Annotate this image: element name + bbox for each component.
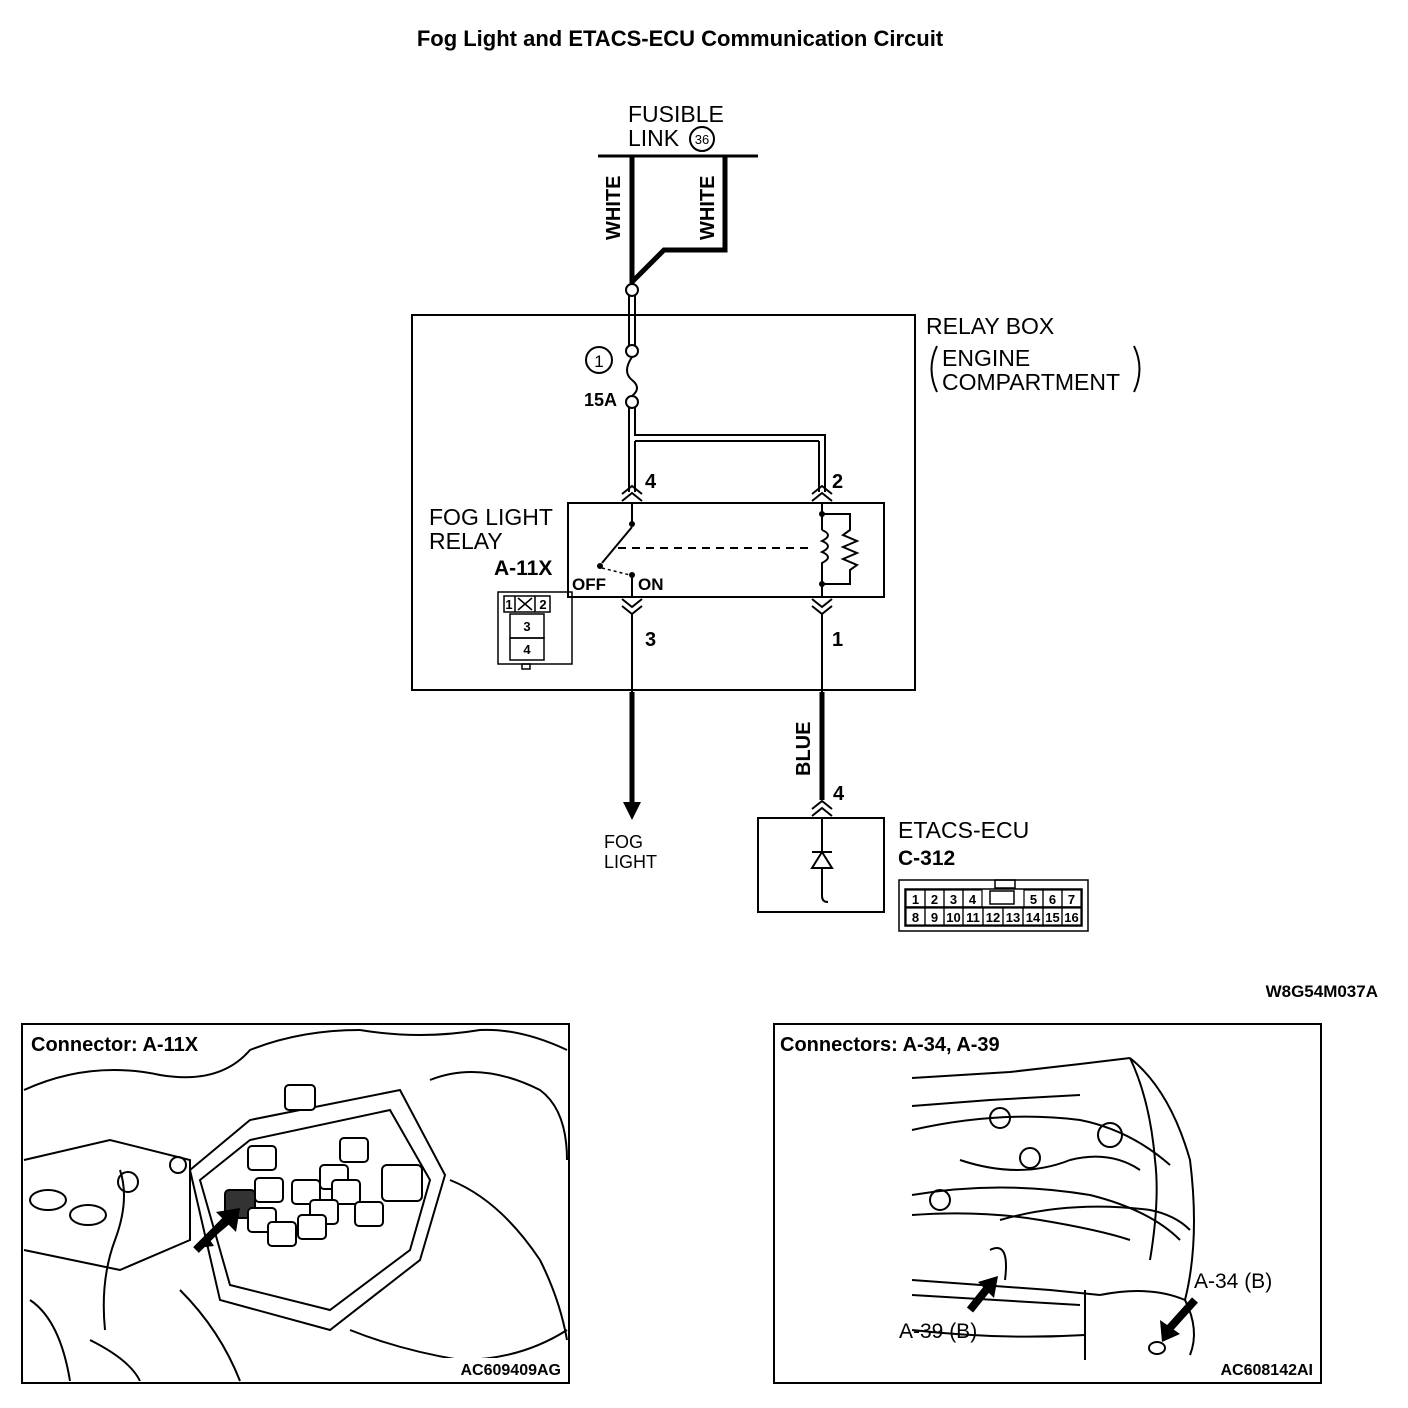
relay-pin2-label: 2: [832, 471, 843, 493]
fog-light-arrow: [623, 802, 641, 820]
connectors-a34-a39-title: Connectors: A-34, A-39: [780, 1034, 1000, 1056]
relay-label: FOG LIGHT: [429, 504, 553, 530]
etacs-pin-cell: [962, 889, 983, 908]
relay-box-label: RELAY BOX: [926, 313, 1054, 339]
relay-on-label: ON: [638, 575, 664, 594]
fuse-terminal-top: [625, 344, 639, 358]
fuse-wire-top: [628, 296, 636, 346]
relay-chart-pin4: 4: [523, 642, 531, 657]
connector-a11x-panel: Connector: A-11X AC609409AG: [21, 1023, 570, 1384]
a39-locator-arrow-head: [978, 1276, 998, 1298]
etacs-pin-number: 5: [1030, 892, 1037, 907]
etacs-pin-number: 4: [969, 892, 977, 907]
fog-light-label-2: LIGHT: [604, 852, 657, 872]
etacs-pin-number: 11: [966, 910, 980, 925]
etacs-pin-label: 4: [833, 783, 845, 805]
connectors-a34-a39-code: AC608142AI: [1221, 1362, 1314, 1379]
etacs-pin-number: 3: [950, 892, 957, 907]
etacs-connector-id: C-312: [898, 847, 955, 870]
relay-box-outline: [411, 314, 916, 691]
relay-switch-on-dashed: [601, 567, 631, 576]
diagram-title: Fog Light and ETACS-ECU Communication Ci…: [417, 26, 944, 51]
diagram-code: W8G54M037A: [1266, 982, 1378, 1001]
relay-block-illustration: [224, 1084, 423, 1247]
relay-pin3-label: 3: [645, 629, 656, 651]
fusible-link-number-circle: [689, 126, 715, 152]
a34-label: A-34 (B): [1194, 1270, 1272, 1293]
relay-box-label-2: ENGINE: [942, 345, 1030, 371]
vehicle-front-illustration: [911, 1057, 1195, 1360]
etacs-pin-cell: [1061, 907, 1082, 926]
fuse-number-circle: [585, 346, 613, 374]
a11x-locator-arrow-head: [216, 1208, 240, 1232]
connector-circle: [625, 283, 639, 297]
etacs-pin-number: 2: [931, 892, 938, 907]
etacs-pin-number: 9: [931, 910, 938, 925]
etacs-pin-number: 7: [1068, 892, 1075, 907]
etacs-buffer-symbol: [810, 850, 834, 869]
connector-a11x-code: AC609409AG: [461, 1362, 562, 1379]
etacs-ecu-label: ETACS-ECU: [898, 817, 1029, 843]
etacs-pin4-arrow: [811, 799, 833, 817]
fuse-terminal-bottom: [625, 395, 639, 409]
relay-pin4-label: 4: [645, 471, 657, 493]
etacs-pin-number: 8: [912, 910, 919, 925]
relay-chart-pin2: 2: [539, 597, 546, 612]
a34-locator-arrow-head: [1160, 1320, 1180, 1342]
relay-chart-pin3: 3: [523, 619, 530, 634]
relay-connector-id: A-11X: [494, 557, 552, 580]
fuse-element: [626, 356, 638, 397]
relay-label-2: RELAY: [429, 528, 503, 554]
connectors-a34-a39-panel: Connectors: A-34, A-39: [773, 1023, 1322, 1384]
relay-coil: [819, 529, 829, 597]
etacs-pin-number: 12: [986, 910, 1000, 925]
white-wire-right-label: WHITE: [697, 176, 719, 240]
relay-box-paren-left: [930, 345, 938, 393]
engine-bay-illustration-left: [23, 1028, 568, 1382]
etacs-pin-number: 6: [1049, 892, 1056, 907]
relay-off-label: OFF: [572, 575, 606, 594]
relay-pin2-arrow: [811, 484, 833, 502]
fusible-link-label: FUSIBLE: [628, 101, 724, 127]
relay-pin-chart: 1 2 3 4: [497, 591, 573, 670]
relay-pin3-arrow: [621, 598, 643, 616]
fusible-link-number: 36: [695, 132, 709, 147]
etacs-pin-number: 14: [1026, 910, 1041, 925]
etacs-pin-cell: [1061, 889, 1082, 908]
fusible-link-label-2: LINK: [628, 125, 680, 151]
relay-chart-pin1: 1: [505, 597, 512, 612]
a39-label: A-39 (B): [899, 1320, 977, 1343]
fuse-number: 1: [594, 352, 603, 371]
fuse-to-relay-wire: [628, 408, 826, 492]
fog-light-label: FOG: [604, 832, 643, 852]
connector-a11x-title: Connector: A-11X: [31, 1034, 199, 1056]
a11x-locator-arrow-shaft: [193, 1215, 231, 1253]
etacs-pin-number: 16: [1064, 910, 1078, 925]
relay-switch-contact-top: [629, 521, 635, 527]
relay-resistor: [822, 513, 860, 585]
fuse-rating: 15A: [584, 390, 617, 410]
etacs-pin-number: 1: [912, 892, 919, 907]
relay-switch-blade: [601, 526, 633, 564]
etacs-ground-symbol: [821, 895, 829, 903]
a34-locator-arrow: [1165, 1297, 1198, 1333]
white-wire-right: [630, 156, 728, 284]
blue-wire-label: BLUE: [793, 722, 815, 776]
fog-light-relay-box: [567, 502, 885, 598]
relay-pin4-arrow: [621, 484, 643, 502]
etacs-pin-number: 13: [1006, 910, 1020, 925]
relay-switch-off-contact: [597, 563, 603, 569]
etacs-pin-number: 15: [1045, 910, 1059, 925]
etacs-pin-number: 10: [946, 910, 960, 925]
relay-pin1-label: 1: [832, 629, 843, 651]
relay-switch-on-contact: [629, 572, 635, 578]
relay-box-label-3: COMPARTMENT: [942, 369, 1120, 395]
white-wire-left-label: WHITE: [603, 176, 625, 240]
relay-box-paren-right: [1133, 345, 1141, 393]
relay-pin1-arrow: [811, 598, 833, 616]
